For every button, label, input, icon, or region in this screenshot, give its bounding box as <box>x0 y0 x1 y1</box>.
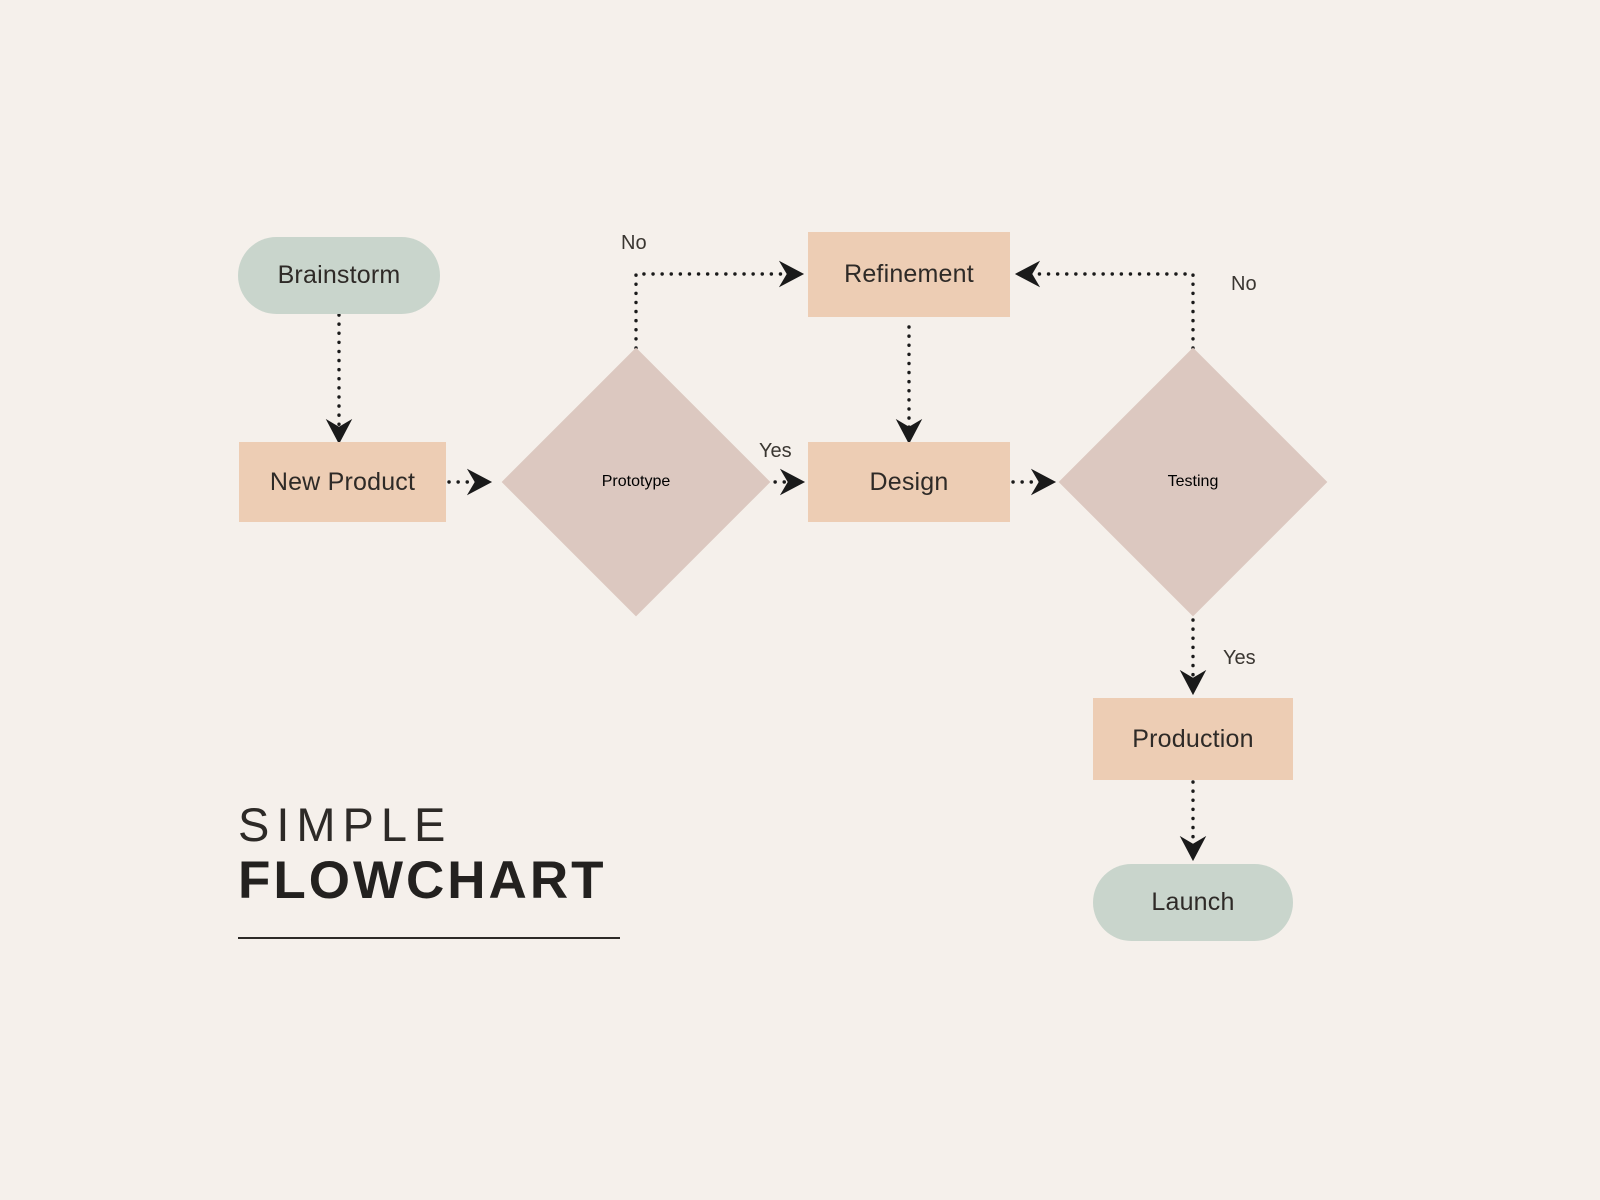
testing-label-wrap: Testing <box>1098 387 1288 577</box>
edge-label-no-testing: No <box>1231 273 1257 295</box>
node-prototype[interactable]: Prototype <box>501 347 771 617</box>
node-production[interactable]: Production <box>1093 698 1293 780</box>
edge-label-yes-prototype: Yes <box>759 440 792 462</box>
edge-label-yes-testing: Yes <box>1223 647 1256 669</box>
prototype-label-wrap: Prototype <box>541 387 731 577</box>
edge-testing-to-refinement <box>1014 260 1195 350</box>
node-brainstorm-label: Brainstorm <box>277 261 401 289</box>
node-testing-label: Testing <box>1167 473 1219 490</box>
edge-prototype-to-refinement <box>634 260 805 350</box>
edge-label-no-prototype: No <box>621 232 647 254</box>
node-refinement[interactable]: Refinement <box>808 232 1010 317</box>
node-prototype-label: Prototype <box>601 473 671 490</box>
node-testing[interactable]: Testing <box>1058 347 1328 617</box>
node-design[interactable]: Design <box>808 442 1010 522</box>
node-launch-label: Launch <box>1151 888 1235 916</box>
title-block: SIMPLE FLOWCHART <box>238 798 607 910</box>
node-design-label: Design <box>869 467 949 496</box>
page-title-line2: FLOWCHART <box>238 850 607 910</box>
node-new-product[interactable]: New Product <box>239 442 446 522</box>
node-production-label: Production <box>1132 724 1254 753</box>
node-brainstorm[interactable]: Brainstorm <box>238 237 440 314</box>
node-refinement-label: Refinement <box>844 260 974 288</box>
title-underline-rule <box>238 937 620 939</box>
node-new-product-label: New Product <box>269 467 416 496</box>
node-launch[interactable]: Launch <box>1093 864 1293 941</box>
page-title-line1: SIMPLE <box>238 798 453 851</box>
